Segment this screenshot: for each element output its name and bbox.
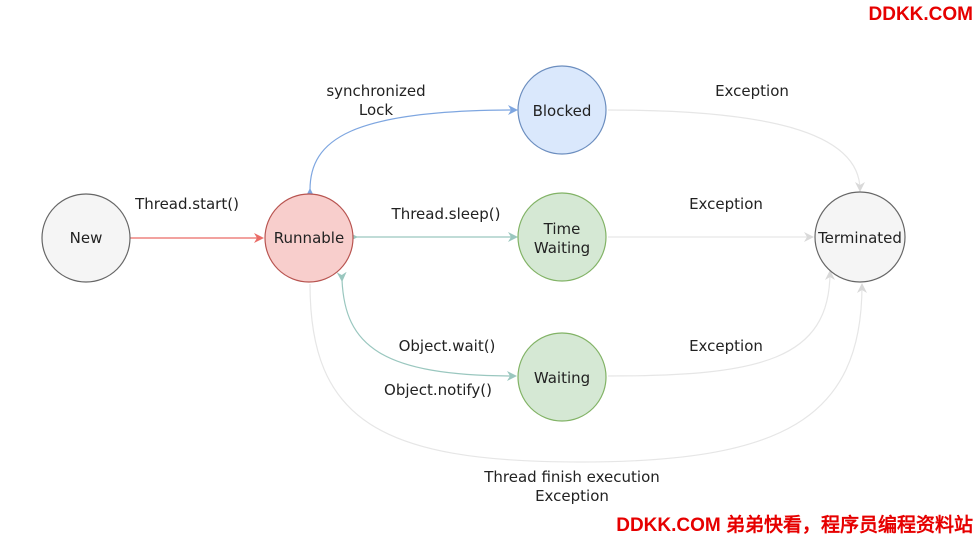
label-exception-blocked: Exception (715, 82, 789, 100)
watermark-top: DDKK.COM (868, 4, 974, 25)
label-lock: Lock (359, 101, 394, 119)
label-object-wait: Object.wait() (399, 337, 496, 355)
node-waiting: Waiting (517, 332, 607, 422)
node-terminated: Terminated (814, 191, 906, 283)
node-blocked-label: Blocked (533, 102, 592, 120)
edge-blocked-to-terminated (607, 109, 865, 192)
node-runnable-label: Runnable (274, 229, 344, 247)
edge-runnable-blocked (304, 105, 518, 199)
watermark-bottom: DDKK.COM 弟弟快看，程序员编程资料站 (616, 515, 973, 536)
edge-runnable-to-terminated (309, 283, 867, 463)
label-exception-waiting: Exception (689, 337, 763, 355)
node-time-waiting-label-line1: Time (543, 220, 581, 238)
edge-waiting-to-terminated (607, 270, 835, 377)
node-time-waiting: Time Waiting (517, 192, 607, 282)
label-object-notify: Object.notify() (384, 381, 492, 399)
label-thread-start: Thread.start() (134, 195, 239, 213)
label-exception-time-waiting: Exception (689, 195, 763, 213)
node-runnable: Runnable (264, 193, 354, 283)
label-thread-sleep: Thread.sleep() (391, 205, 501, 223)
edge-runnable-waiting (336, 271, 517, 381)
label-exception-finish: Exception (535, 487, 609, 505)
node-terminated-label: Terminated (817, 229, 902, 247)
node-new: New (41, 193, 131, 283)
label-synchronized: synchronized (326, 82, 425, 100)
label-thread-finish: Thread finish execution (483, 468, 660, 486)
node-blocked: Blocked (517, 65, 607, 155)
node-new-label: New (70, 229, 103, 247)
node-waiting-label: Waiting (534, 369, 590, 387)
node-time-waiting-label-line2: Waiting (534, 239, 590, 257)
